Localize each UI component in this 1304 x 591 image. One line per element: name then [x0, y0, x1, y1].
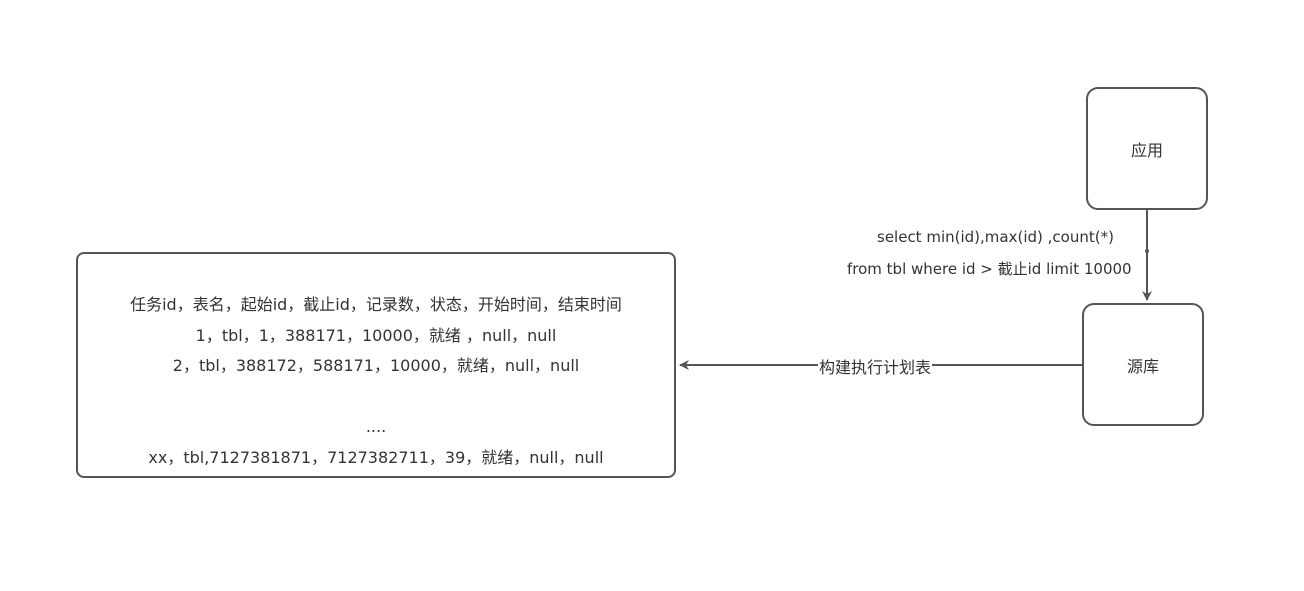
plan-table-header-line: 任务id，表名，起始id，截止id，记录数，状态，开始时间，结束时间	[130, 295, 622, 314]
plan-table-ellipsis: ....	[365, 417, 387, 437]
plan-table-row: xx，tbl,7127381871，7127382711，39，就绪，null，…	[148, 447, 604, 467]
node-source-db[interactable]: 源库	[1082, 303, 1204, 426]
node-app-label: 应用	[1130, 140, 1163, 160]
node-plan-table[interactable]: 任务id，表名，起始id，截止id，记录数，状态，开始时间，结束时间 1，tbl…	[76, 252, 676, 478]
plan-table-blank-line	[78, 382, 674, 413]
plan-table-lines: 任务id，表名，起始id，截止id，记录数，状态，开始时间，结束时间 1，tbl…	[78, 290, 674, 474]
plan-table-row: 1，tbl，1，388171，10000，就绪 ，null，null	[195, 325, 557, 345]
edge-app-to-source-label-line-2: from tbl where id > 截止id limit 10000	[847, 260, 1132, 278]
edge-source-to-plan-label: 构建执行计划表	[818, 354, 933, 378]
node-app[interactable]: 应用	[1086, 87, 1208, 210]
node-source-db-label: 源库	[1126, 356, 1159, 376]
edge-app-to-source-label-line-1: select min(id),max(id) ,count(*)	[877, 228, 1114, 246]
plan-table-row: 2，tbl，388172，588171，10000，就绪，null，null	[172, 356, 580, 376]
edge-label-anchor-dot	[1145, 249, 1149, 253]
